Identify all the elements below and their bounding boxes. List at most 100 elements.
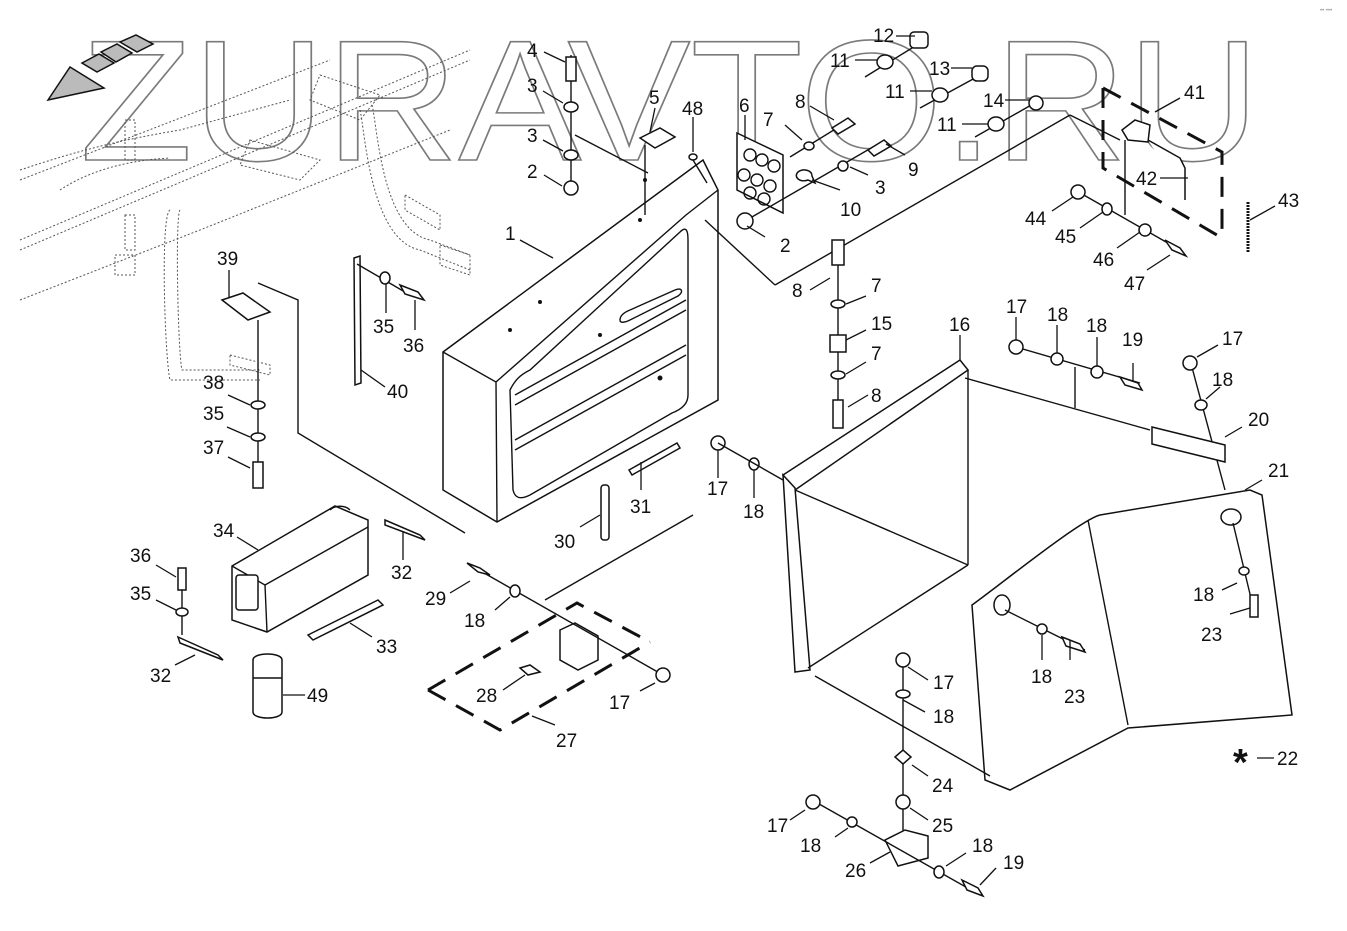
callout: 39 bbox=[217, 249, 238, 270]
callout: 8 bbox=[792, 281, 803, 302]
callout: 15 bbox=[871, 314, 892, 335]
callout: 19 bbox=[1122, 330, 1143, 351]
machine-frame-background bbox=[19, 49, 471, 381]
callout: 48 bbox=[682, 99, 703, 120]
legend-asterisk-icon: * bbox=[1233, 742, 1248, 784]
callout: 28 bbox=[476, 686, 497, 707]
callout: 35 bbox=[130, 584, 151, 605]
callout: 25 bbox=[932, 816, 953, 837]
bottom-mount-stack bbox=[805, 652, 985, 898]
strap-part bbox=[353, 254, 427, 387]
direction-arrow-icon bbox=[46, 34, 155, 102]
callout: 23 bbox=[1201, 625, 1222, 646]
callout: 38 bbox=[203, 373, 224, 394]
callout: 6 bbox=[739, 96, 750, 117]
callout: 36 bbox=[130, 546, 151, 567]
callout: 10 bbox=[840, 200, 861, 221]
right-hardware bbox=[964, 339, 1226, 491]
callout: 17 bbox=[707, 479, 728, 500]
callout: 20 bbox=[1248, 410, 1269, 431]
frame-fasteners bbox=[710, 435, 784, 481]
callout: 4 bbox=[527, 41, 538, 62]
latch-kit bbox=[1070, 86, 1250, 258]
callout: 9 bbox=[908, 160, 919, 181]
callout: 26 bbox=[845, 861, 866, 882]
callout: 17 bbox=[1222, 329, 1243, 350]
corner-mark: •• ••• bbox=[1320, 8, 1332, 14]
callout: 2 bbox=[527, 162, 538, 183]
callout: 40 bbox=[387, 382, 408, 403]
battery bbox=[231, 505, 369, 633]
callout: 7 bbox=[763, 110, 774, 131]
callout: 24 bbox=[932, 776, 954, 797]
assembly-leader bbox=[774, 114, 1071, 286]
callout: 18 bbox=[464, 611, 485, 632]
left-bracket bbox=[220, 282, 466, 534]
legend-label: 22 bbox=[1277, 749, 1298, 770]
callout: 3 bbox=[875, 178, 886, 199]
assembly-leader bbox=[704, 219, 776, 286]
callout: 13 bbox=[929, 59, 950, 80]
callout: 32 bbox=[150, 666, 171, 687]
callout: 45 bbox=[1055, 227, 1076, 248]
callout: 30 bbox=[554, 532, 575, 553]
callout-labels: 1 2 2 3 3 3 4 5 6 7 7 7 8 8 8 9 10 11 bbox=[130, 26, 1299, 886]
callout: 18 bbox=[743, 502, 764, 523]
callout: 8 bbox=[795, 92, 806, 113]
callout: 31 bbox=[630, 497, 651, 518]
callout: 11 bbox=[830, 51, 850, 72]
callout: 19 bbox=[1003, 853, 1024, 874]
callout: 18 bbox=[1031, 667, 1052, 688]
battery-rails bbox=[175, 518, 426, 661]
callout: 12 bbox=[873, 26, 894, 47]
assembly-leader bbox=[1069, 114, 1121, 141]
callout: 2 bbox=[780, 236, 791, 257]
callout: 17 bbox=[933, 673, 954, 694]
callout: 18 bbox=[1086, 316, 1107, 337]
bolt-stack-left bbox=[563, 55, 649, 196]
callout: 18 bbox=[933, 707, 954, 728]
grommet-plate bbox=[736, 131, 784, 215]
rods bbox=[600, 441, 682, 541]
callout: 35 bbox=[203, 404, 224, 425]
callout: 44 bbox=[1025, 209, 1047, 230]
callout: 18 bbox=[1212, 370, 1233, 391]
callout: 29 bbox=[425, 589, 446, 610]
callout: 7 bbox=[871, 344, 882, 365]
callout: 33 bbox=[376, 637, 397, 658]
callout: 18 bbox=[800, 836, 821, 857]
callout: 14 bbox=[983, 91, 1005, 112]
watermark-text: ZURAVTO.RU bbox=[80, 5, 1260, 197]
callout: 34 bbox=[213, 521, 235, 542]
callout: 11 bbox=[937, 115, 957, 136]
callout: 17 bbox=[767, 816, 788, 837]
callout: 11 bbox=[885, 82, 905, 103]
callout: 49 bbox=[307, 686, 328, 707]
callout: 21 bbox=[1268, 461, 1289, 482]
bottle bbox=[252, 653, 283, 719]
callout: 46 bbox=[1093, 250, 1114, 271]
callout: 3 bbox=[527, 126, 538, 147]
callout: 18 bbox=[972, 836, 993, 857]
callout: 23 bbox=[1064, 687, 1085, 708]
callout: 37 bbox=[203, 438, 224, 459]
callout: 18 bbox=[1047, 305, 1068, 326]
callout: 5 bbox=[649, 88, 660, 109]
spacer-stack bbox=[829, 239, 847, 429]
callout: 7 bbox=[871, 276, 882, 297]
callout: 47 bbox=[1124, 274, 1145, 295]
callout: 36 bbox=[403, 336, 424, 357]
watermark: ZURAVTO.RU bbox=[79, 4, 1261, 198]
callout: 16 bbox=[949, 315, 970, 336]
battery-box bbox=[442, 158, 719, 523]
callout: 17 bbox=[1006, 297, 1027, 318]
relay-kit bbox=[427, 514, 694, 732]
callout: 17 bbox=[609, 693, 630, 714]
callout: 41 bbox=[1184, 83, 1205, 104]
callout: 27 bbox=[556, 731, 577, 752]
callout: 32 bbox=[391, 563, 412, 584]
callout: 35 bbox=[373, 317, 394, 338]
clip-part bbox=[638, 127, 708, 215]
callout: 3 bbox=[527, 76, 538, 97]
